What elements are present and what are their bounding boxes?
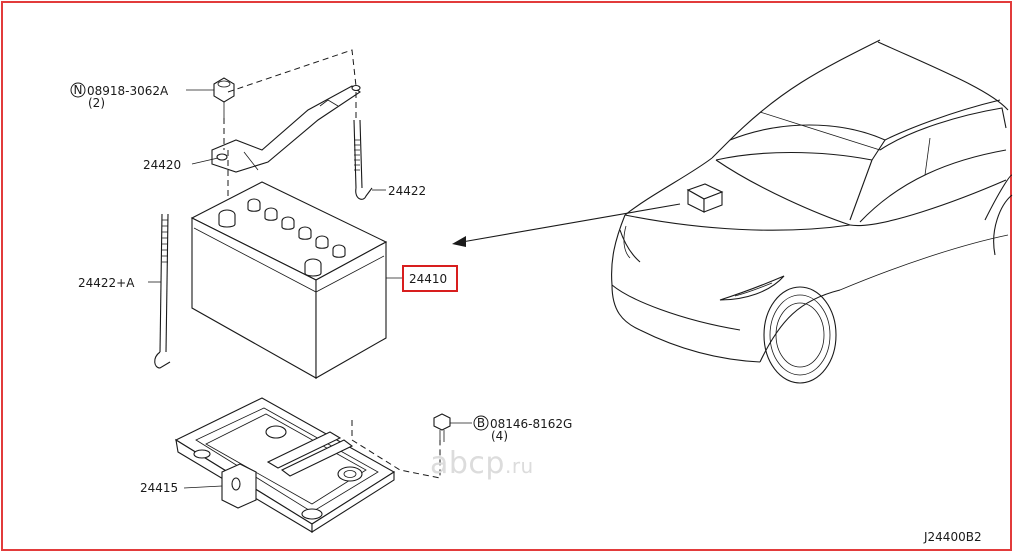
location-arrow [452,203,681,247]
nut-symbol: N [74,83,83,97]
bolt-quantity: (4) [491,429,508,443]
drawing-code: J24400B2 [923,530,982,544]
nut-callout: N 08918-3062A (2) [70,82,169,110]
watermark-domain: .ru [504,454,534,478]
battery-highlight-box [402,265,458,292]
bolt-part-number: 08146-8162G [490,417,572,431]
bolt-callout: B 08146-8162G (4) [473,415,572,443]
assembly-guide-lines [223,49,441,479]
car-illustration [611,39,1013,384]
watermark-brand: abcp [430,446,505,481]
bolt-part [433,413,451,442]
rod-left-part [154,213,171,369]
battery-part-number: 24410 [409,272,447,286]
nut-part [213,77,235,118]
bolt-symbol: B [477,416,485,430]
rod-left-part-number: 24422+A [78,276,135,290]
battery-frame-part [211,84,361,173]
battery-part [190,181,388,379]
frame-part-number: 24420 [143,158,181,172]
abcp-watermark: abcp.ru [430,446,534,481]
nut-part-number: 08918-3062A [87,84,169,98]
tray-part-number: 24415 [140,481,178,495]
leader-lines [148,89,472,489]
nut-quantity: (2) [88,96,105,110]
rod-right-part-number: 24422 [388,184,426,198]
battery-tray-part [174,397,396,534]
rod-right-part [353,119,373,200]
